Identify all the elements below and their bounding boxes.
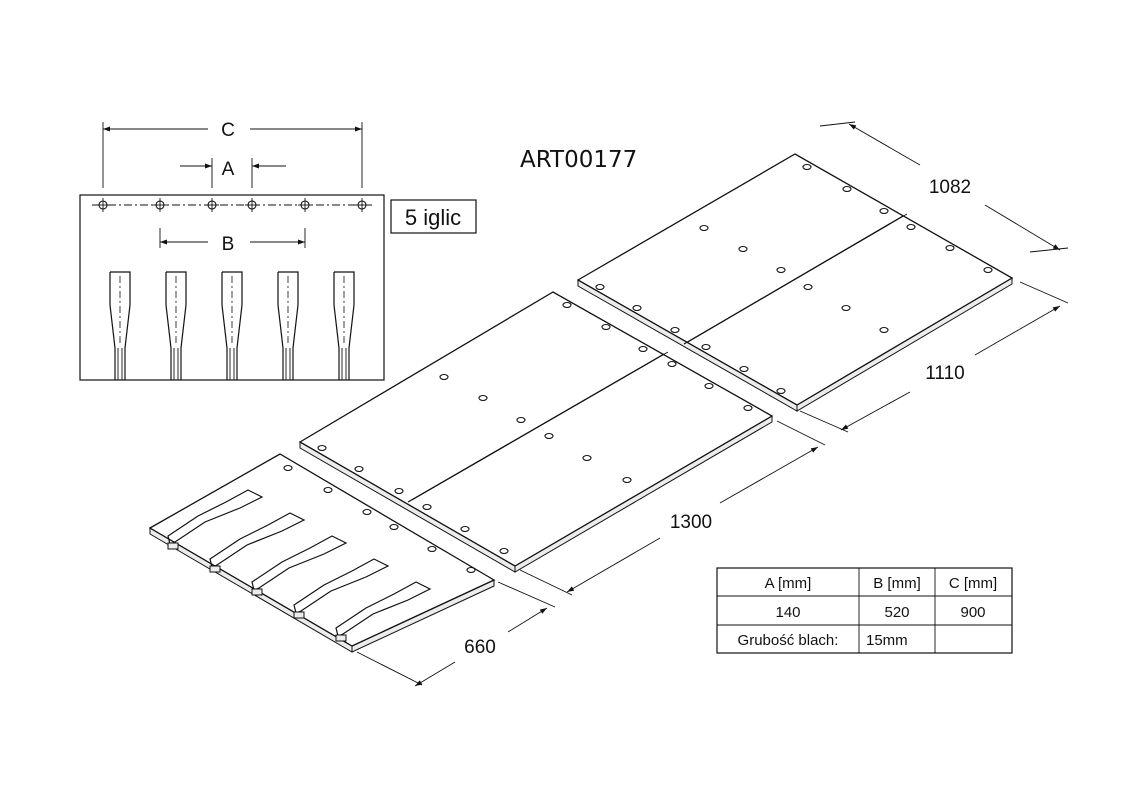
needles-label: 5 iglic — [405, 205, 461, 230]
dim-660: 660 — [464, 637, 496, 658]
dim-b-label: B — [222, 234, 235, 255]
plate-dimensions: 1082 1110 1300 660 — [356, 121, 1069, 687]
table-header-a: A [mm] — [765, 575, 812, 592]
needle-slot — [167, 489, 264, 550]
needle-shape — [109, 271, 131, 380]
table-thickness-label: Grubość blach: — [738, 632, 839, 649]
dim-a-label: A — [222, 159, 235, 180]
table-header-b: B [mm] — [873, 575, 921, 592]
table-header-c: C [mm] — [949, 575, 997, 592]
dim-c-label: C — [221, 120, 235, 141]
plate-front-holes — [283, 464, 476, 574]
needles-box — [390, 199, 477, 234]
table-value-a: 140 — [775, 604, 800, 621]
parameters-table: A [mm] B [mm] C [mm] 140 520 900 Grubość… — [716, 567, 1013, 654]
plate-rear-holes — [595, 163, 993, 395]
drawing-title: ART00177 — [520, 147, 637, 173]
dim-1110: 1110 — [925, 363, 964, 384]
plate-middle — [298, 291, 774, 573]
dim-1300: 1300 — [670, 512, 712, 533]
plate-middle-holes — [317, 301, 753, 555]
table-thickness-value: 15mm — [866, 632, 908, 649]
detail-holes — [96, 198, 369, 212]
plate-front — [148, 453, 496, 653]
detail-frame — [79, 194, 385, 381]
table-value-b: 520 — [884, 604, 909, 621]
detail-view: C A B 5 iglic — [79, 120, 477, 381]
dim-1082: 1082 — [929, 177, 971, 198]
plate-rear — [576, 153, 1014, 412]
table-value-c: 900 — [960, 604, 985, 621]
